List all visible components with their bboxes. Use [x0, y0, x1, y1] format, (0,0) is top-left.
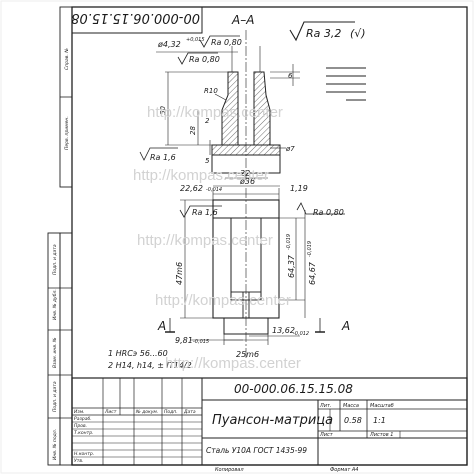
ra-top-2: Ra 0,80 — [189, 55, 220, 64]
dim-2262-tol: -0,014 — [206, 187, 222, 193]
roughness-general-paren: (√) — [350, 27, 366, 40]
watermark-5: http://kompas.center — [165, 355, 301, 372]
general-roughness: Ra 3,2 (√) — [289, 21, 366, 42]
tb-role-razrab: Разраб. — [74, 416, 92, 422]
ra-mid-left: Ra 1,6 — [192, 208, 218, 217]
watermark-2: http://kompas.center — [133, 167, 269, 184]
tb-sheet: Лист — [319, 432, 334, 438]
note-1: 1 HRCэ 56...60 — [108, 349, 168, 358]
tb-role-utv: Утв. — [74, 458, 83, 464]
dim-6467: 64,67 — [308, 261, 317, 285]
tb-row-docum: № докум. — [135, 409, 158, 415]
tb-row-podp: Подп. — [164, 409, 178, 415]
dim-h5: 5 — [205, 157, 210, 165]
side-label-4: Инв. № дубл. — [52, 289, 58, 320]
tb-role-nkontr: Н.контр. — [74, 451, 94, 457]
doc-code-box: 00-000.06.15.15.08 — [71, 6, 203, 34]
dim-d-top-tol: +0,015 — [186, 37, 205, 43]
watermark-1: http://kompas.center — [147, 104, 283, 121]
side-label-7: Инв. № подл. — [52, 429, 58, 460]
side-label-1: Перв. примен. — [64, 116, 70, 150]
doc-code-rotated: 00-000.06.15.15.08 — [71, 10, 200, 25]
roughness-general: Ra 3,2 — [306, 27, 341, 40]
side-label-3: Подп. и дата — [52, 244, 58, 275]
dim-6467-tol: -0,019 — [307, 241, 313, 257]
watermark-3: http://kompas.center — [137, 232, 273, 249]
tb-scale-header: Масштаб — [370, 403, 394, 409]
tb-row-date: Дата — [183, 409, 196, 415]
side-label-6: Подп. и дата — [52, 381, 58, 412]
dim-h28: 28 — [189, 126, 197, 135]
side-strip: Перв. примен. Справ. № Подп. и дата Инв.… — [47, 6, 73, 466]
dim-h50: 50 — [159, 106, 167, 115]
dim-6437-tol: -0,019 — [286, 234, 292, 250]
dim-981-tol: -0,015 — [193, 339, 209, 345]
tb-mass: 0.58 — [344, 416, 362, 425]
side-label-2: Справ. № — [64, 48, 70, 70]
dim-d7: ø7 — [285, 145, 295, 153]
section-view: ø4,32 +0,015 Ra 0,80 Ra 0,80 R10 6 50 28… — [139, 30, 300, 187]
footer-format: Формат А4 — [330, 467, 358, 473]
dim-d22: 22 — [240, 169, 250, 178]
tb-lit-header: Лит. — [319, 403, 332, 409]
title-block: Изм. Лист № докум. Подп. Дата Разраб. Пр… — [71, 377, 468, 466]
tb-scale: 1:1 — [373, 416, 386, 425]
dim-1362: 13,62 — [272, 326, 295, 335]
dim-6437: 64,37 — [287, 254, 296, 278]
tb-row-list: Лист — [104, 409, 117, 415]
dim-25m6: 25m6 — [236, 350, 259, 359]
dim-d-top: ø4,32 — [157, 40, 181, 49]
dim-47m6: 47m6 — [175, 262, 184, 285]
watermarks: http://kompas.center http://kompas.cente… — [133, 104, 301, 372]
tb-mass-header: Масса — [343, 403, 359, 409]
texture-block — [326, 67, 366, 106]
ra-left: Ra 1,6 — [150, 153, 176, 162]
tb-row-izm: Изм. — [74, 409, 85, 415]
tb-material: Сталь У10А ГОСТ 1435-99 — [206, 446, 307, 455]
dim-r10: R10 — [204, 87, 218, 95]
front-view: 22,62 -0,014 1,19 Ra 1,6 Ra 0,80 47m6 64… — [157, 184, 350, 360]
tb-doc-code: 00-000.06.15.15.08 — [234, 382, 353, 396]
dim-119: 1,19 — [290, 184, 308, 193]
dim-1362-tol: -0,012 — [293, 331, 309, 337]
cut-a-right: A — [341, 319, 350, 333]
watermark-4: http://kompas.center — [155, 292, 291, 309]
note-2: 2 H14, h14, ± IT14/2 — [108, 361, 192, 370]
ra-mid-right: Ra 0,80 — [313, 208, 344, 217]
tb-sheets: Листов 1 — [369, 432, 393, 438]
dim-d36: ø36 — [239, 177, 255, 186]
ra-top-1: Ra 0,80 — [211, 38, 242, 47]
technical-notes: 1 HRCэ 56...60 2 H14, h14, ± IT14/2 — [108, 349, 192, 370]
side-label-5: Взам. инв. № — [52, 337, 58, 368]
dim-h2: 2 — [205, 117, 210, 125]
tb-role-prov: Пров. — [74, 423, 87, 429]
cut-a-left: A — [157, 319, 166, 333]
section-label: A–A — [231, 13, 254, 27]
dim-981: 9,81 — [175, 336, 193, 345]
tb-part-name: Пуансон-матрица — [212, 413, 333, 428]
dim-h6: 6 — [288, 72, 293, 80]
tb-role-tkontr: Т.контр. — [74, 430, 94, 436]
dim-2262: 22,62 — [180, 184, 203, 193]
footer-copied: Копировал — [215, 467, 244, 473]
